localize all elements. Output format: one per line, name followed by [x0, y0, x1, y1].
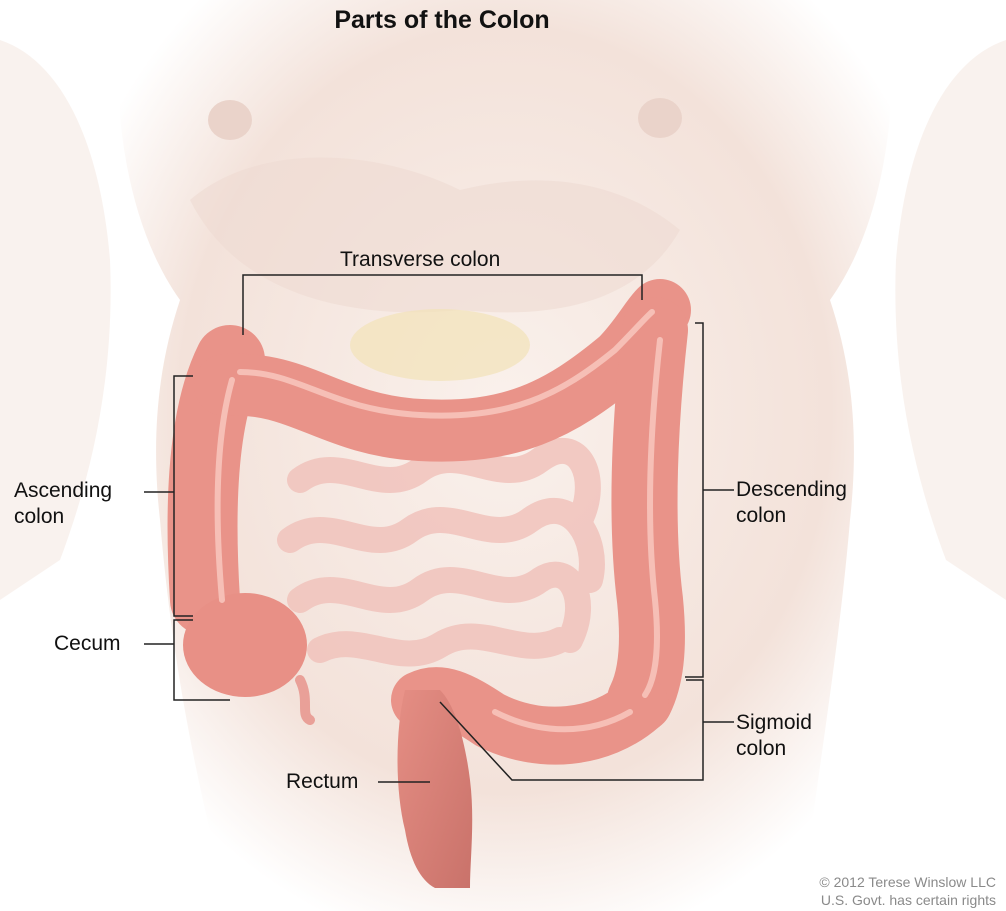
label-descending-line2: colon [736, 503, 847, 529]
label-ascending-colon: Ascending colon [14, 478, 112, 530]
label-descending-colon: Descending colon [736, 477, 847, 529]
rights-line: U.S. Govt. has certain rights [821, 892, 996, 908]
label-sigmoid-colon: Sigmoid colon [736, 710, 812, 762]
copyright-line: © 2012 Terese Winslow LLC [819, 874, 996, 890]
label-rectum: Rectum [286, 769, 358, 795]
label-ascending-line1: Ascending [14, 478, 112, 504]
label-cecum: Cecum [54, 631, 121, 657]
label-transverse-colon: Transverse colon [340, 247, 500, 273]
stomach-icon [350, 309, 530, 381]
cecum-shape [183, 593, 307, 697]
label-ascending-line2: colon [14, 504, 112, 530]
label-descending-line1: Descending [736, 477, 847, 503]
page-title: Parts of the Colon [0, 6, 884, 35]
label-sigmoid-line1: Sigmoid [736, 710, 812, 736]
label-sigmoid-line2: colon [736, 736, 812, 762]
